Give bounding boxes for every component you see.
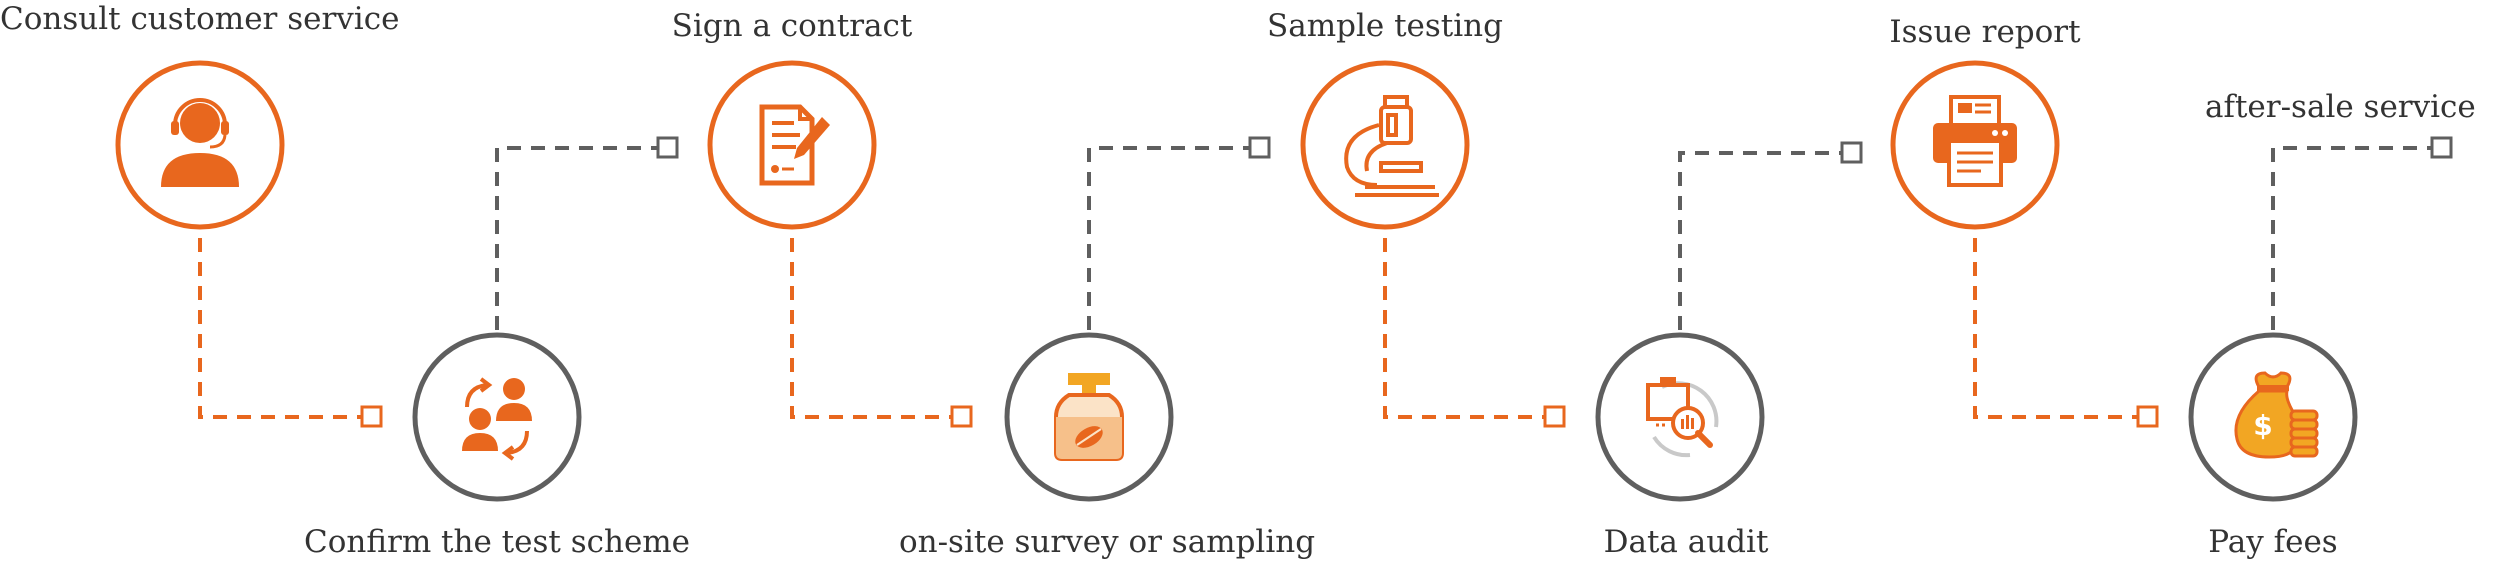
- data-audit-icon: [1646, 377, 1719, 458]
- connector-end-2: [656, 136, 679, 159]
- label-sign-contract: Sign a contract: [671, 8, 913, 44]
- label-confirm-test-scheme: Confirm the test scheme: [303, 524, 691, 560]
- connector-end-4: [1248, 136, 1271, 159]
- label-issue-report: Issue report: [1889, 14, 2081, 50]
- connector-6: [1678, 151, 1842, 330]
- step-circle-consult: [115, 60, 285, 230]
- connector-end-3: [950, 405, 973, 428]
- connector-5: [1383, 238, 1545, 419]
- connector-7: [1973, 238, 2138, 419]
- connector-4: [1087, 146, 1250, 330]
- customer-service-icon: [161, 98, 239, 187]
- money-bag-icon: $: [2234, 371, 2319, 459]
- contract-sign-icon: [759, 104, 830, 186]
- svg-text:$: $: [2253, 409, 2272, 442]
- printer-icon: [1933, 95, 2017, 187]
- label-onsite-survey-sampling: on-site survey or sampling: [898, 524, 1316, 560]
- connector-end-6: [1840, 141, 1863, 164]
- label-sample-testing: Sample testing: [1267, 8, 1503, 44]
- connector-end-5: [1543, 405, 1566, 428]
- microscope-icon: [1344, 95, 1439, 197]
- connector-end-7: [2136, 405, 2159, 428]
- connector-end-8: [2430, 136, 2453, 159]
- connector-3: [790, 238, 952, 419]
- connector-2: [495, 146, 658, 330]
- sample-bottle-icon: [1054, 373, 1124, 461]
- label-after-sale-service: after-sale service: [2205, 89, 2476, 125]
- label-data-audit: Data audit: [1603, 524, 1769, 560]
- exchange-users-icon: [462, 377, 532, 461]
- connector-end-1: [360, 405, 383, 428]
- label-pay-fees: Pay fees: [2208, 524, 2338, 560]
- connector-1: [198, 238, 362, 419]
- connector-8: [2271, 146, 2432, 330]
- label-consult-customer-service: Consult customer service: [0, 1, 400, 37]
